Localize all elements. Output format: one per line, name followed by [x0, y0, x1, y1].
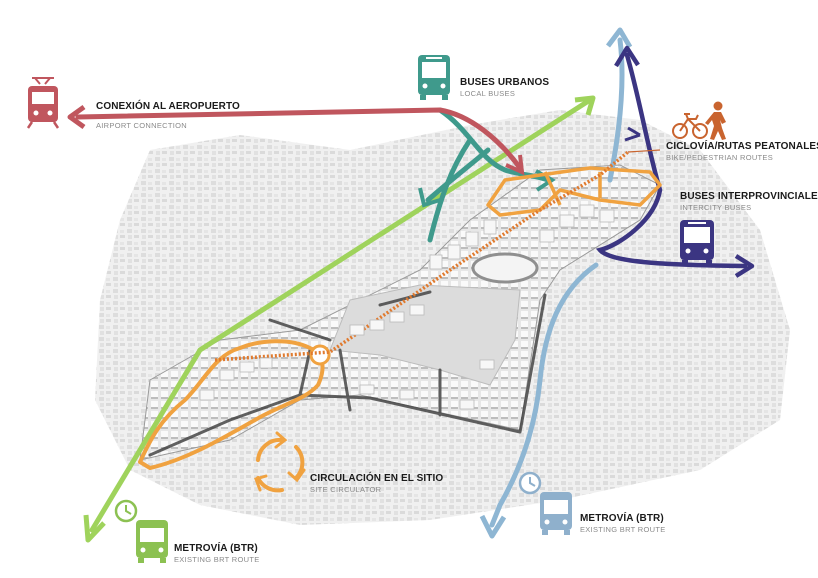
airport-arrow-site: [505, 154, 525, 176]
site-roundabout: [309, 344, 331, 366]
label-subtitle: AIRPORT CONNECTION: [96, 121, 187, 130]
site-circulator-route: [138, 339, 325, 470]
label-subtitle: EXISTING BRT ROUTE: [174, 554, 260, 564]
bike-pedestrian-route: [214, 150, 630, 362]
label-subtitle: INTERCITY BUSES: [680, 202, 752, 212]
pedestrian-icon: [705, 101, 726, 140]
label-subtitle: SITE CIRCULATOR: [310, 484, 382, 494]
bicycle-icon: [672, 113, 708, 139]
bus-icon: [680, 220, 714, 265]
airport-arrow: [67, 104, 86, 130]
bus-icon: [418, 55, 450, 100]
local-bus-arrow-1: [418, 187, 441, 208]
label-title: BUSES INTERPROVINCIALES: [680, 191, 818, 202]
train-icon: [26, 77, 60, 129]
brt-blue-arrow-up: [606, 27, 633, 49]
label-title: CIRCULACIÓN EN EL SITIO: [310, 473, 444, 484]
airport-connection-label: CONEXIÓN AL AEROPUERTO: [96, 101, 240, 113]
local-bus-route-branch-2: [427, 137, 473, 243]
label-title: BUSES URBANOS: [460, 77, 550, 88]
bike-pedestrian-pointer: [627, 149, 661, 153]
brt-blue-arrow-down: [479, 514, 507, 539]
brt-green-route: [89, 97, 593, 533]
intercity-route: [595, 52, 748, 269]
label-subtitle: LOCAL BUSES: [460, 88, 516, 98]
label-title: CICLOVÍA/RUTAS PEATONALES: [666, 141, 818, 152]
local-buses-label: BUSES URBANOS LOCAL BUSES: [460, 77, 549, 98]
bus-with-clock-icon: [518, 471, 572, 535]
airport-connection-sublabel: AIRPORT CONNECTION: [96, 121, 187, 131]
site-buildings: [199, 204, 615, 410]
airport-route: [75, 107, 523, 171]
intercity-arrow-right: [734, 254, 755, 278]
bus-with-clock-icon: [114, 499, 168, 563]
bike-pedestrian-label: CICLOVÍA/RUTAS PEATONALES BIKE/PEDESTRIA…: [666, 141, 818, 162]
site-circulator-label: CIRCULACIÓN EN EL SITIO SITE CIRCULATOR: [310, 473, 443, 494]
local-bus-route-branch: [425, 147, 491, 203]
label-title: METROVÍA (BTR): [174, 543, 258, 554]
label-title: CONEXIÓN AL AEROPUERTO: [96, 101, 240, 112]
label-subtitle: BIKE/PEDESTRIAN ROUTES: [666, 152, 774, 162]
central-park: [329, 284, 521, 386]
intercity-arrow-up: [614, 45, 640, 68]
site-roads: [148, 290, 547, 457]
brt-green-arrow-down: [83, 514, 106, 543]
brt-left-label: METROVÍA (BTR) EXISTING BRT ROUTE: [174, 543, 260, 564]
intercity-buses-label: BUSES INTERPROVINCIALES INTERCITY BUSES: [680, 191, 818, 212]
circular-arrows-icon: [254, 431, 306, 493]
label-subtitle: EXISTING BRT ROUTE: [580, 524, 666, 534]
brt-right-label: METROVÍA (BTR) EXISTING BRT ROUTE: [580, 513, 666, 534]
label-title: METROVÍA (BTR): [580, 513, 664, 524]
stadium: [471, 252, 539, 284]
intercity-branch: [624, 126, 641, 142]
brt-blue-route: [489, 262, 599, 528]
brt-green-arrow-up: [574, 95, 596, 116]
